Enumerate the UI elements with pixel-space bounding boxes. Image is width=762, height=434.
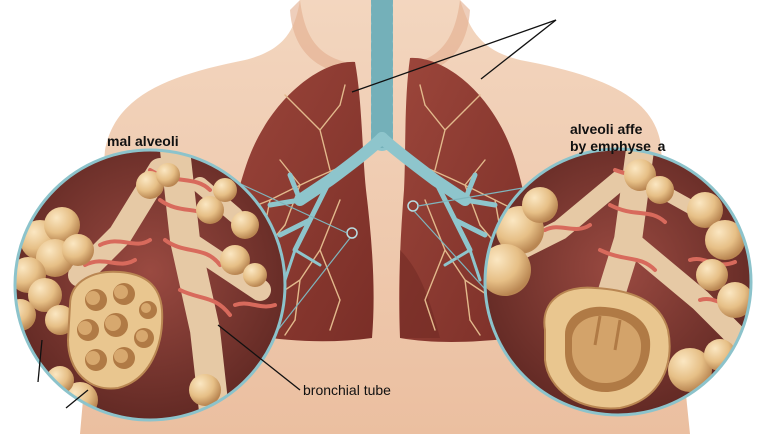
affected-alveoli-label-line1: alveoli affe [570, 121, 643, 137]
normal-alveoli-label: mal alveoli [107, 133, 179, 149]
affected-alveoli-label-line2: by emphyse a [570, 138, 666, 154]
trachea [267, 0, 498, 282]
leader-lines [37, 19, 557, 409]
damaged-alveolar-sac [543, 286, 671, 410]
alveolar-sac-cross-section [66, 270, 164, 390]
emphysema-alveoli-magnifier [483, 147, 753, 417]
normal-alveoli-magnifier [13, 148, 287, 422]
bronchial-tube-label: bronchial tube [303, 382, 391, 398]
magnifier-connectors [231, 179, 541, 341]
